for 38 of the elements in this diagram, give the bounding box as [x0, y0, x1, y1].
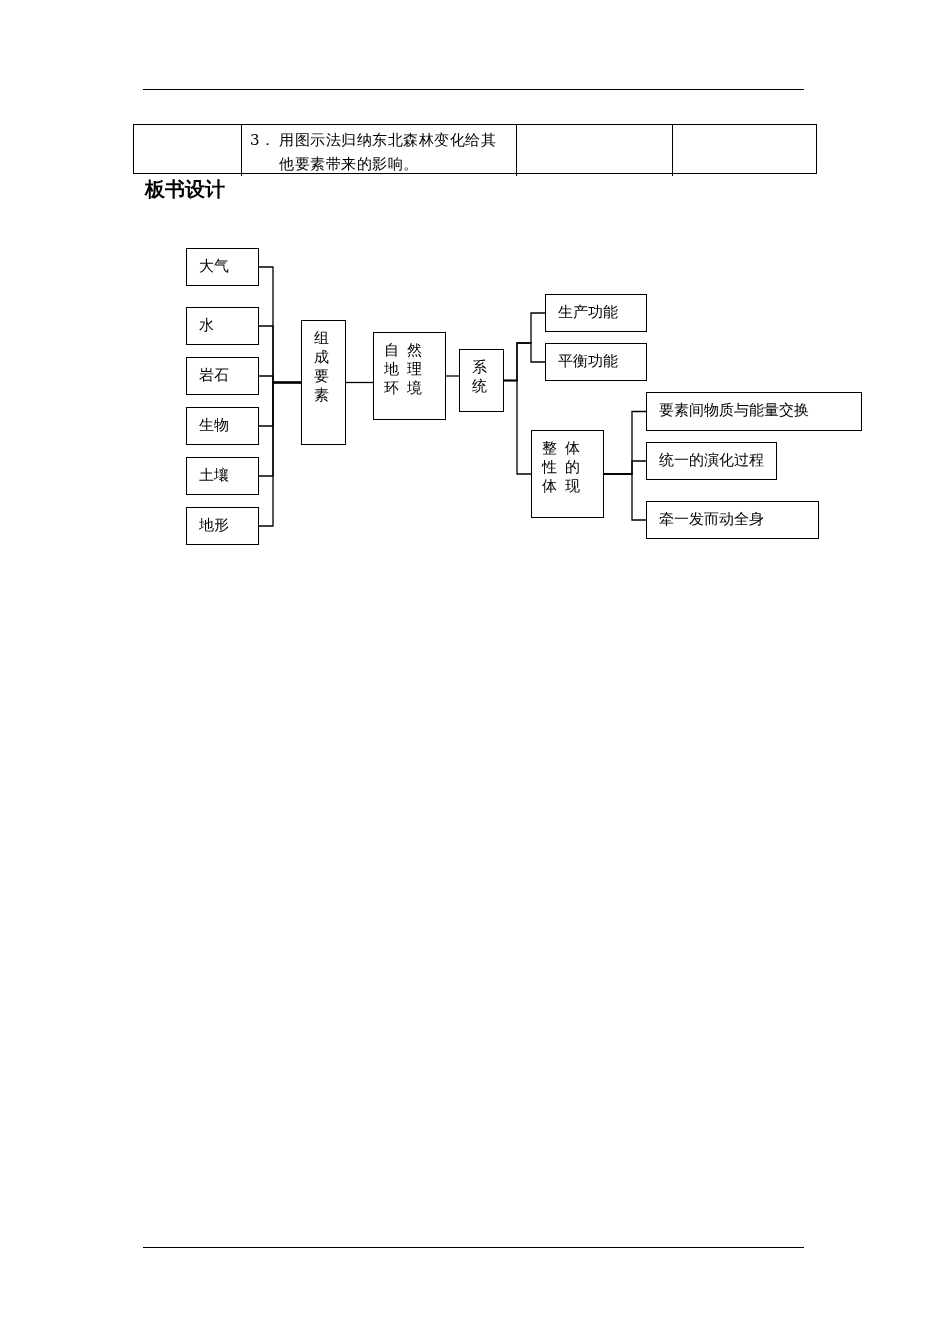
- item-number: 3．: [250, 130, 276, 151]
- node-label: 水: [199, 316, 215, 335]
- section-title: 板书设计: [145, 176, 225, 203]
- text-box: [301, 320, 346, 445]
- text-box: [646, 501, 819, 539]
- text-box: [459, 349, 504, 412]
- node-label: 要素间物质与能量交换: [659, 401, 810, 420]
- table-text: 用图示法归纳东北森林变化给其他要素带来的影响。: [279, 130, 497, 175]
- node-label: 牵一发而动全身: [659, 510, 765, 529]
- node-label: 自然地理环境: [384, 341, 431, 398]
- node-label: 生产功能: [558, 303, 619, 322]
- node-label: 整体性的体现: [542, 439, 589, 496]
- text-box: [186, 357, 259, 395]
- node-label: 土壤: [199, 466, 230, 485]
- node-label: 生物: [199, 416, 230, 435]
- node-label: 组成要素: [314, 329, 330, 405]
- node-label: 大气: [199, 257, 230, 276]
- text-box: [545, 343, 647, 381]
- connector-line: [258, 381, 302, 527]
- text-box: [373, 332, 446, 420]
- text-box: [186, 407, 259, 445]
- node-label: 地形: [199, 516, 230, 535]
- connector-line: [603, 473, 647, 521]
- connector-line: [503, 379, 532, 475]
- text-box: [186, 507, 259, 545]
- text-box: [186, 248, 259, 286]
- node-label: 岩石: [199, 366, 230, 385]
- text-box: [646, 392, 862, 431]
- text-box: [545, 294, 647, 332]
- text-box: [186, 457, 259, 495]
- node-label: 平衡功能: [558, 352, 619, 371]
- node-label: 系统: [472, 358, 488, 396]
- text-box: [186, 307, 259, 345]
- node-label: 统一的演化过程: [659, 451, 764, 470]
- connector-line: [445, 375, 460, 377]
- text-box: [531, 430, 604, 518]
- connector-line: [345, 381, 374, 384]
- text-box: [646, 442, 777, 480]
